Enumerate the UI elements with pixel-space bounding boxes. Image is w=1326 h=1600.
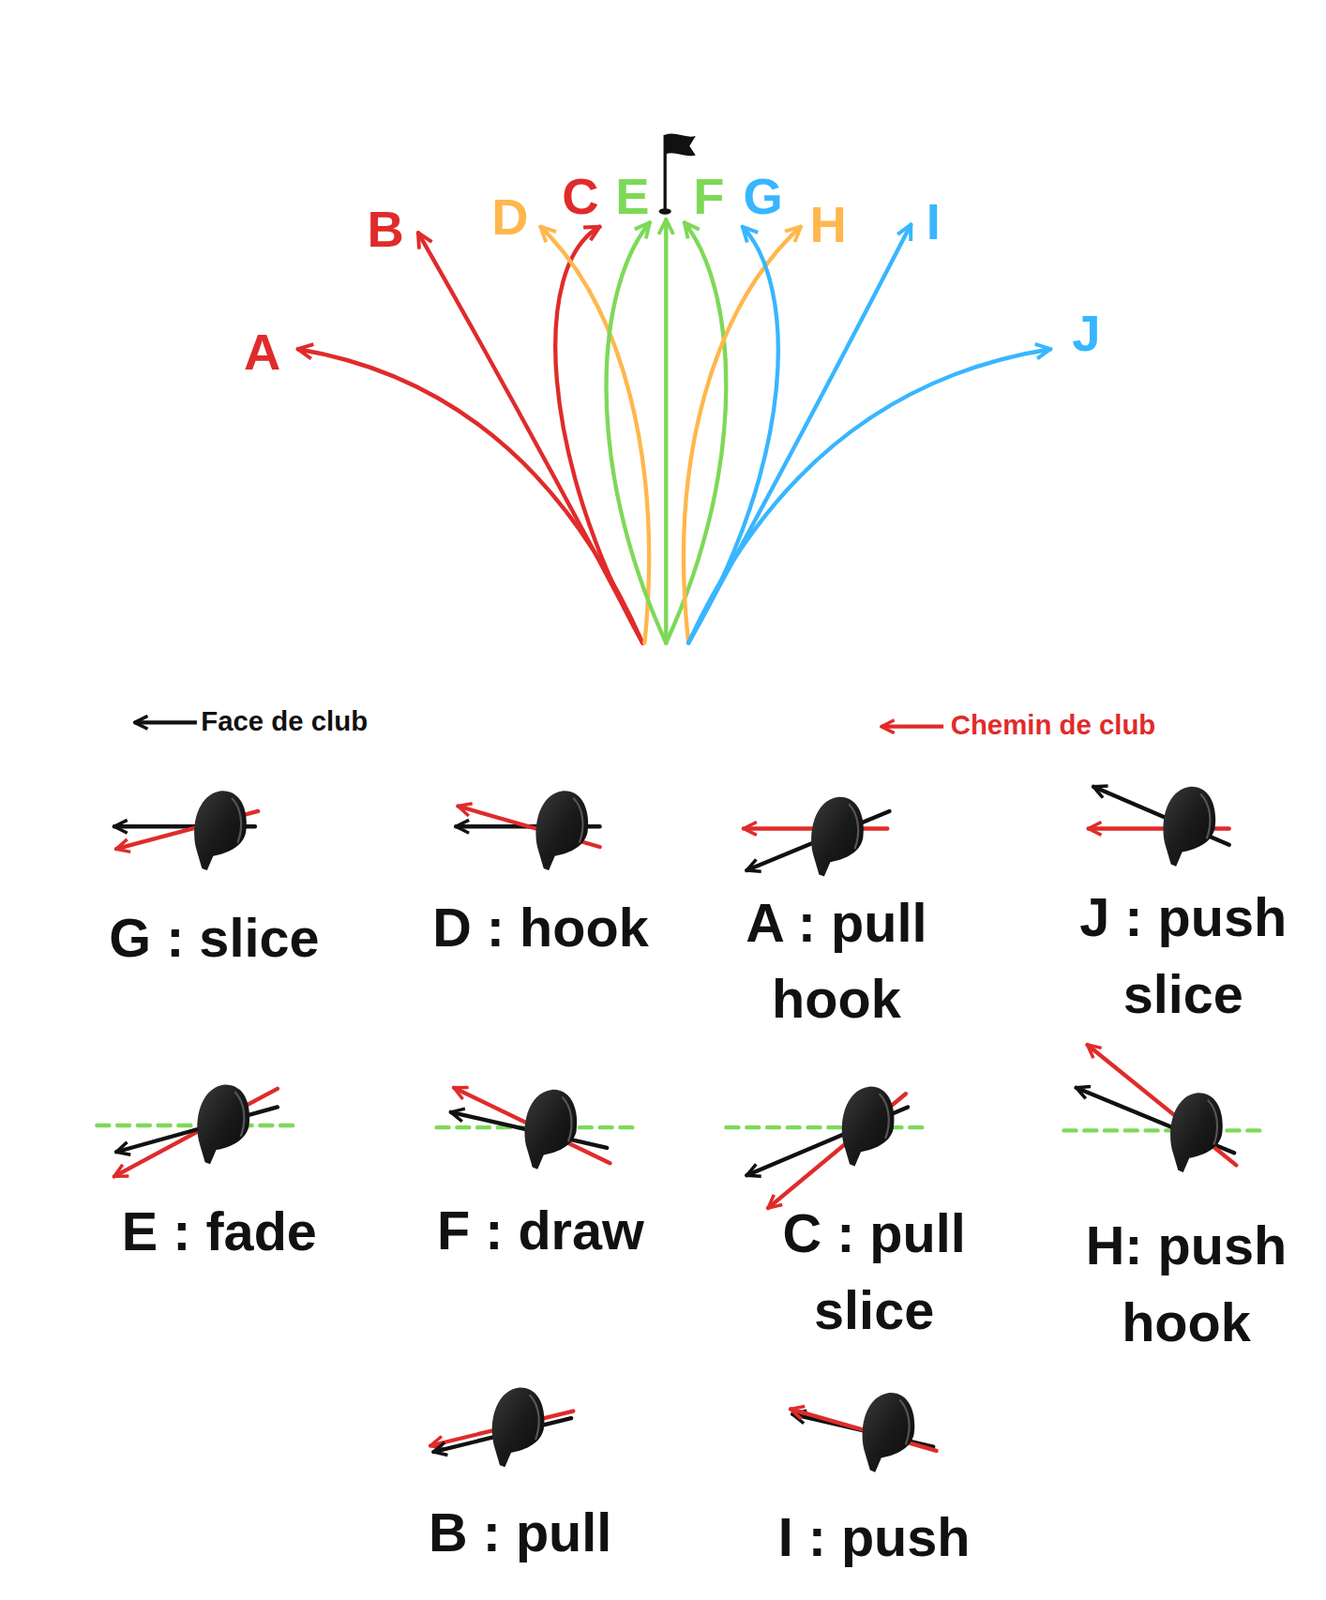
- trajectory-letter: G: [742, 165, 783, 227]
- shot-caption: H: push hook: [1054, 1207, 1320, 1361]
- trajectory-letter: E: [615, 165, 649, 227]
- shot-caption: G : slice: [108, 905, 319, 971]
- trajectory-letter: D: [491, 186, 528, 248]
- shot-caption: C : pull slice: [741, 1195, 1008, 1349]
- legend-text: Face de club: [200, 704, 368, 739]
- trajectory-letter: H: [810, 194, 847, 256]
- shot-caption: B : pull: [428, 1500, 612, 1566]
- trajectory-letter: B: [367, 198, 405, 260]
- trajectory-letter: F: [693, 165, 724, 227]
- legend-text: Chemin de club: [950, 708, 1157, 743]
- trajectory-letter: J: [1071, 302, 1100, 364]
- shot-caption: E : fade: [121, 1199, 317, 1265]
- trajectory-letter: A: [243, 321, 281, 383]
- trajectory-letter: C: [561, 165, 599, 227]
- trajectory-letter: I: [926, 191, 941, 253]
- shot-caption: A : pull hook: [704, 885, 970, 1039]
- shot-caption: J : push slice: [1050, 879, 1316, 1033]
- shot-caption: D : hook: [432, 895, 648, 961]
- shot-caption: F : draw: [436, 1198, 645, 1264]
- shot-caption: I : push: [778, 1505, 971, 1570]
